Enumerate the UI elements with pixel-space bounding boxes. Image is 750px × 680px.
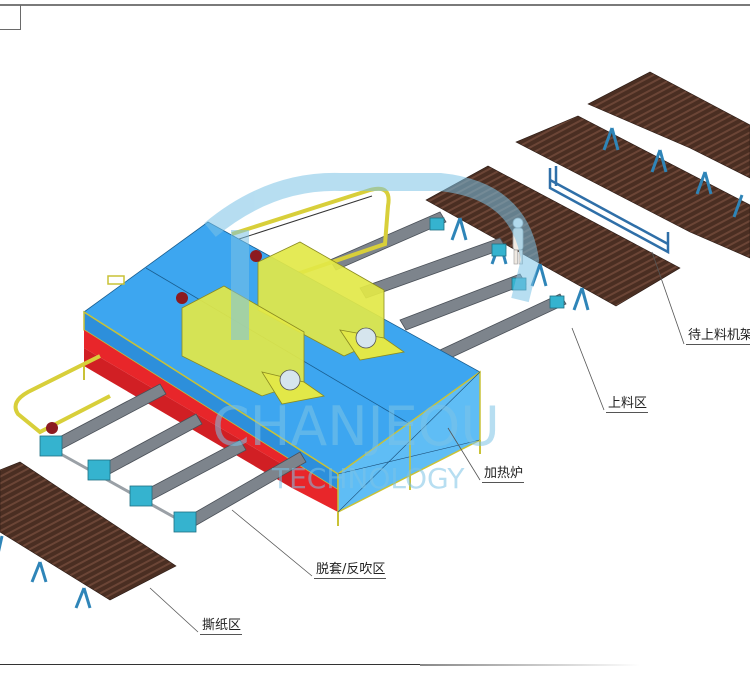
cable-chain-front — [13, 354, 111, 435]
pipe-bundle — [515, 115, 750, 259]
drive-motor — [250, 250, 262, 262]
drawing-frame-bottom — [0, 664, 420, 665]
paper-tear-zone-group — [0, 461, 177, 609]
drawing-frame-top — [0, 4, 750, 6]
fan-motor — [355, 327, 377, 349]
fan-housings — [176, 241, 406, 405]
clamp-block — [129, 485, 153, 507]
clamp-block — [549, 295, 565, 309]
callout-heating-furnace: 加热炉 — [482, 466, 525, 483]
transfer-rails-back — [329, 211, 567, 361]
drawing-frame-bottom-fade — [420, 664, 640, 666]
transfer-rails-front — [39, 383, 307, 533]
watermark-line2: TECHNOLOGY — [271, 462, 465, 495]
a-frame-supports — [0, 535, 92, 609]
rack-table-frame — [548, 166, 670, 255]
callout-waiting-rack: 待上料机架 — [686, 328, 750, 345]
callout-unsleeve-blow-zone: 脱套/反吹区 — [314, 562, 387, 579]
callout-paper-tear-zone: 撕纸区 — [200, 618, 243, 635]
callout-loading-zone: 上料区 — [606, 396, 649, 413]
pipe-bundle — [587, 71, 750, 179]
watermark-line1: CHANJEOU — [212, 395, 500, 458]
clamp-block — [491, 243, 507, 257]
a-frame-supports — [602, 127, 744, 218]
fan-motor — [279, 369, 301, 391]
clamp-block — [173, 511, 197, 533]
clamp-block — [39, 435, 63, 457]
drive-motor — [46, 422, 58, 434]
pipe-bundle — [0, 461, 177, 601]
watermark — [204, 172, 540, 340]
drive-motor — [176, 292, 188, 304]
clamp-block — [87, 459, 111, 481]
waiting-rack-group — [515, 71, 750, 259]
clamp-block — [429, 217, 445, 231]
drawing-frame-title-notch — [0, 5, 21, 30]
callout-leaders — [149, 251, 685, 633]
